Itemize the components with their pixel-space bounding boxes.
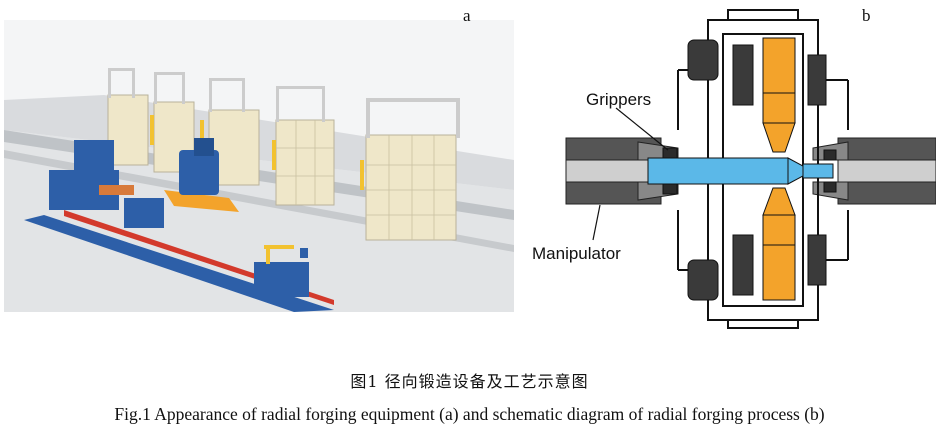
- forging-schematic-diagram: [565, 9, 937, 329]
- manipulator-robot: [164, 138, 239, 212]
- grippers-label: Grippers: [586, 90, 652, 109]
- left-manipulator-arm: [565, 137, 679, 205]
- workpiece: [647, 157, 834, 185]
- grippers-pointer: [615, 107, 669, 151]
- figure-caption-chinese: 图1 径向锻造设备及工艺示意图: [350, 372, 589, 391]
- forging-dies: [762, 37, 796, 301]
- radial-forging-machine: [49, 140, 164, 228]
- panel-b-label: b: [862, 6, 871, 25]
- forging-schematic: [528, 0, 937, 330]
- manipulator-pointer: [592, 204, 601, 241]
- roller-assembly: [687, 39, 827, 301]
- equipment-render: [4, 20, 514, 312]
- right-manipulator-arm: [812, 137, 937, 205]
- manipulator-label: Manipulator: [532, 244, 621, 263]
- second-manipulator: [254, 245, 309, 297]
- furnace-group: [107, 68, 460, 241]
- gripper-jaws: [662, 147, 837, 195]
- equipment-render-illustration: [4, 20, 514, 312]
- panel-a-label: a: [463, 6, 471, 25]
- figure-caption-english: Fig.1 Appearance of radial forging equip…: [114, 404, 825, 424]
